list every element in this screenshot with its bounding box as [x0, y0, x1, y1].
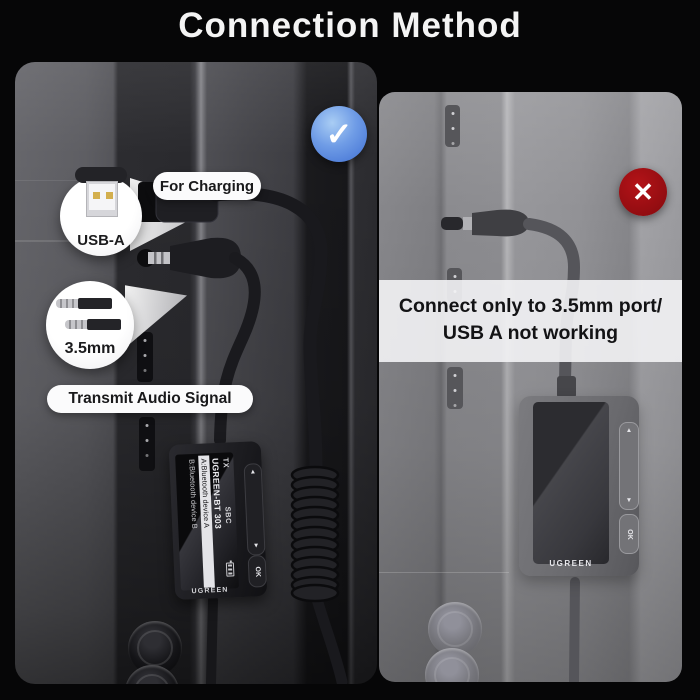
bt-transmitter-device: TX SBC UGREEN-BT 303 A:Bluetooth device …: [168, 441, 268, 600]
coiled-cable: [290, 465, 340, 603]
round-jack-knob: [125, 665, 179, 684]
ok-button: OK: [247, 554, 267, 588]
usb-a-label: USB-A: [77, 232, 125, 249]
page-title: Connection Method: [178, 6, 522, 45]
panel-seam: [15, 180, 118, 181]
device-screen-off: [533, 402, 609, 564]
panel-seam: [15, 240, 118, 242]
aux-3-5mm-callout: 3.5mm: [46, 281, 134, 369]
for-charging-label: For Charging: [153, 172, 261, 200]
dash-vent: [139, 417, 155, 471]
ok-button: OK: [619, 514, 639, 554]
down-arrow-icon: ▼: [625, 497, 633, 504]
warning-banner: Connect only to 3.5mm port/ USB A not wo…: [379, 280, 682, 362]
cross-icon: ✕: [619, 168, 667, 216]
dash-vent: [447, 367, 463, 409]
codec-label: SBC: [223, 506, 234, 525]
warning-line-2: USB A not working: [442, 322, 619, 344]
wrong-method-panel: ▲ ▼ OK UGREEN Connect only to 3.5mm port…: [379, 92, 682, 682]
brand-logo: UGREEN: [549, 559, 593, 568]
battery-icon: [226, 562, 235, 577]
dash-vent: [137, 332, 153, 382]
usb-plug-icon: [75, 167, 127, 183]
panel-seam: [379, 572, 509, 573]
brand-logo: UGREEN: [191, 586, 229, 596]
tx-mode-label: TX: [221, 457, 231, 469]
round-jack-knob: [428, 602, 482, 656]
up-arrow-icon: ▲: [625, 427, 633, 434]
up-arrow-icon: ▲: [249, 468, 257, 476]
down-arrow-icon: ▼: [252, 542, 260, 550]
dash-vent: [445, 105, 460, 147]
aux-plug-icon: [65, 319, 121, 330]
correct-method-panel: TX SBC UGREEN-BT 303 A:Bluetooth device …: [15, 62, 377, 684]
device-screen: TX SBC UGREEN-BT 303 A:Bluetooth device …: [175, 452, 239, 591]
up-down-rocker-button: ▲ ▼: [619, 422, 639, 510]
bt-transmitter-device-greyed: ▲ ▼ OK UGREEN: [519, 396, 639, 576]
aux-label: 3.5mm: [64, 340, 116, 357]
usb-a-callout: USB-A: [60, 167, 142, 256]
warning-line-1: Connect only to 3.5mm port/: [398, 295, 663, 317]
aux-plug-icon: [56, 298, 112, 309]
check-icon: ✓: [311, 106, 367, 162]
transmit-audio-label: Transmit Audio Signal: [47, 385, 253, 413]
